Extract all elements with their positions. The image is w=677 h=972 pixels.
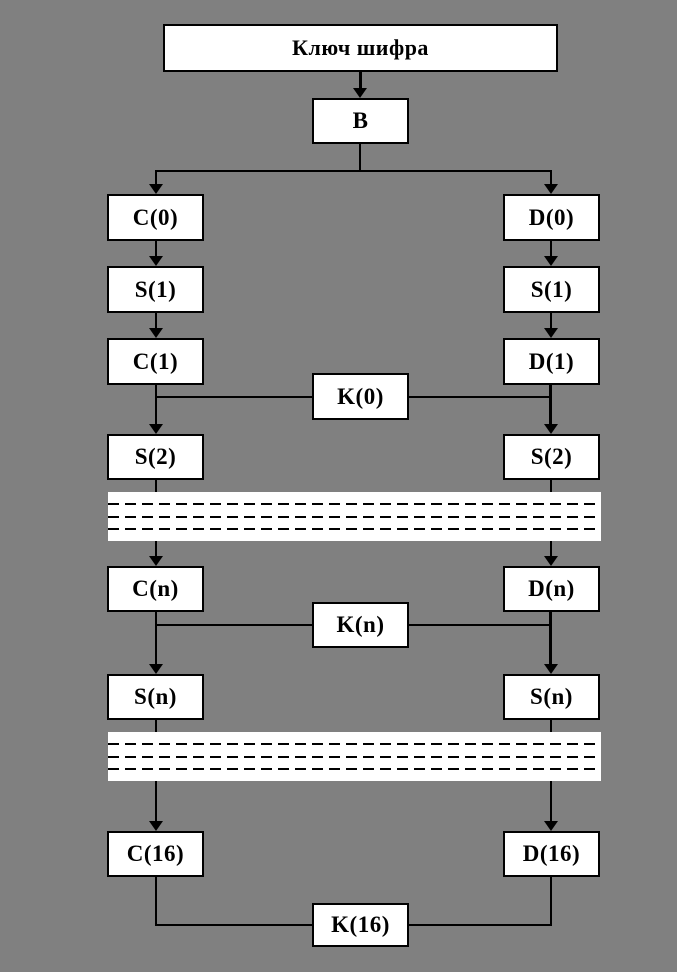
connector-title-to-b <box>359 72 362 89</box>
node-c0: C(0) <box>107 194 204 241</box>
arrow-down-icon <box>149 821 163 831</box>
node-k0: K(0) <box>312 373 409 420</box>
node-kn: K(n) <box>312 602 409 648</box>
connector-c1-to-s2 <box>155 385 157 425</box>
node-d0: D(0) <box>503 194 600 241</box>
connector-c16-down <box>155 877 157 926</box>
arrow-down-icon <box>544 256 558 266</box>
node-sn-left: S(n) <box>107 674 204 720</box>
arrow-down-icon <box>544 184 558 194</box>
dashed-line <box>108 768 601 771</box>
node-c1: C(1) <box>107 338 204 385</box>
dashed-line <box>108 755 601 758</box>
arrow-down-icon <box>544 821 558 831</box>
arrow-down-icon <box>544 556 558 566</box>
node-c16: C(16) <box>107 831 204 877</box>
arrow-down-icon <box>353 88 367 98</box>
dashed-line <box>108 742 601 745</box>
arrow-down-icon <box>149 184 163 194</box>
node-k16: K(16) <box>312 903 409 947</box>
arrow-down-icon <box>149 664 163 674</box>
arrow-down-icon <box>149 556 163 566</box>
arrow-down-icon <box>544 664 558 674</box>
connector-s1-to-c1 <box>155 313 157 329</box>
node-sn-right: S(n) <box>503 674 600 720</box>
connector-dn-to-sn <box>549 612 552 665</box>
node-s1-right: S(1) <box>503 266 600 313</box>
dashed-line <box>108 528 601 531</box>
node-cipher-key-title: Ключ шифра <box>163 24 558 72</box>
node-cn: C(n) <box>107 566 204 612</box>
node-s2-left: S(2) <box>107 434 204 480</box>
ellipsis-band-2 <box>108 732 601 781</box>
arrow-down-icon <box>544 328 558 338</box>
connector-d1-to-s2 <box>549 385 552 425</box>
dashed-line <box>108 515 601 518</box>
node-d1: D(1) <box>503 338 600 385</box>
arrow-down-icon <box>149 424 163 434</box>
node-dn: D(n) <box>503 566 600 612</box>
arrow-down-icon <box>149 328 163 338</box>
node-b: B <box>312 98 409 144</box>
connector-d0-to-s1 <box>550 240 552 257</box>
connector-split-to-d0 <box>550 170 552 185</box>
connector-d16-down <box>550 877 552 926</box>
connector-b-down <box>359 144 361 172</box>
node-s1-left: S(1) <box>107 266 204 313</box>
arrow-down-icon <box>149 256 163 266</box>
dashed-line <box>108 502 601 505</box>
connector-c0-to-s1 <box>155 240 157 257</box>
node-d16: D(16) <box>503 831 600 877</box>
connector-s1-to-d1 <box>550 313 552 329</box>
connector-cn-to-sn <box>155 612 157 665</box>
connector-split-to-c0 <box>155 170 157 185</box>
node-s2-right: S(2) <box>503 434 600 480</box>
arrow-down-icon <box>544 424 558 434</box>
ellipsis-band-1 <box>108 492 601 541</box>
connector-split-horizontal <box>155 170 552 172</box>
